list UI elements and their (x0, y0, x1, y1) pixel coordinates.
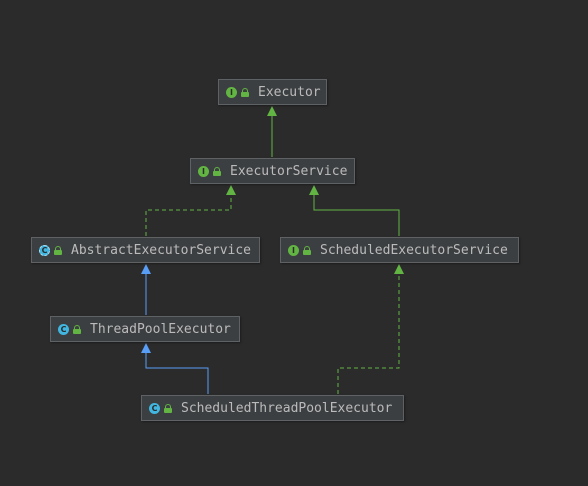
edge-scheduledthreadpoolexecutor-scheduledexecutorservice (337, 270, 400, 394)
node-executor[interactable]: I Executor (218, 79, 327, 105)
node-threadpoolexecutor[interactable]: C ThreadPoolExecutor (50, 316, 240, 342)
arrowhead-executor (267, 106, 277, 116)
abstract-class-icon: C (39, 244, 50, 256)
node-label: ScheduledExecutorService (320, 242, 508, 258)
arrowhead-scheduledexecutorservice (394, 264, 404, 274)
node-label: Executor (258, 84, 321, 100)
public-lock-icon (73, 324, 81, 334)
public-lock-icon (164, 403, 172, 413)
arrowhead-executorservice-left (226, 185, 236, 195)
arrowhead-executorservice-right (309, 185, 319, 195)
node-scheduledexecutorservice[interactable]: I ScheduledExecutorService (280, 237, 519, 263)
public-lock-icon (213, 166, 221, 176)
node-label: AbstractExecutorService (71, 242, 252, 258)
interface-icon: I (198, 165, 209, 177)
public-lock-icon (241, 87, 249, 97)
edge-scheduledexecutorservice-executorservice (313, 191, 400, 236)
node-abstractexecutorservice[interactable]: C AbstractExecutorService (31, 237, 260, 263)
node-scheduledthreadpoolexecutor[interactable]: C ScheduledThreadPoolExecutor (141, 395, 404, 421)
class-icon: C (58, 323, 69, 335)
node-label: ThreadPoolExecutor (90, 321, 231, 337)
interface-icon: I (226, 86, 237, 98)
edge-abstractexecutorservice-executorservice (145, 191, 232, 236)
node-label: ExecutorService (230, 163, 348, 179)
class-icon: C (149, 402, 160, 414)
public-lock-icon (54, 245, 62, 255)
public-lock-icon (303, 245, 311, 255)
interface-icon: I (288, 244, 299, 256)
arrowhead-abstractexecutorservice (141, 264, 151, 274)
node-label: ScheduledThreadPoolExecutor (181, 400, 393, 416)
edge-scheduledthreadpoolexecutor-threadpoolexecutor (145, 349, 209, 394)
node-executorservice[interactable]: I ExecutorService (190, 158, 355, 184)
arrowhead-threadpoolexecutor (141, 343, 151, 353)
